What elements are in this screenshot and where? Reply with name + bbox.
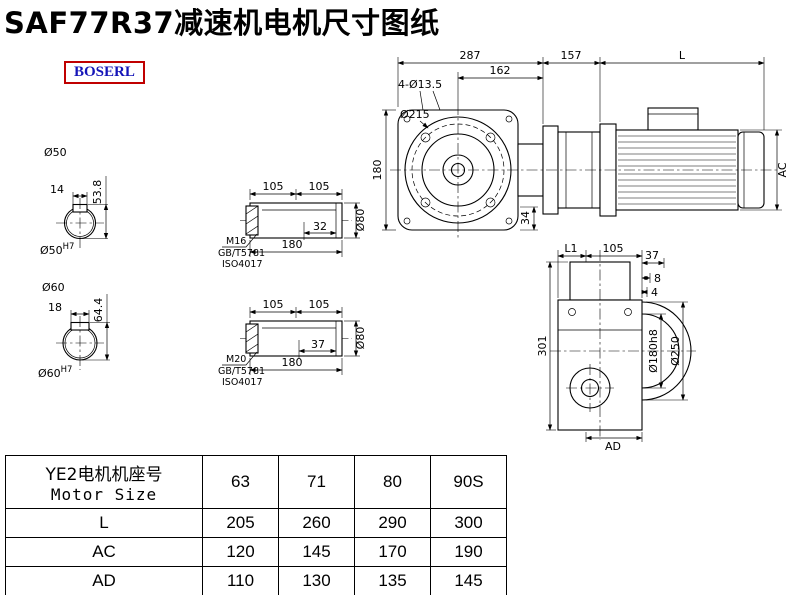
m16-key-len-label: 32 bbox=[313, 220, 327, 233]
side-assembly-view: L1 105 37 8 4 301 Ø180h8 Ø250 bbox=[536, 242, 696, 453]
row-label-ad: AD bbox=[5, 566, 203, 595]
value-ad-90s: 145 bbox=[430, 566, 507, 595]
shaft50-dia-label: Ø50 bbox=[44, 146, 67, 159]
m16-dia-label: Ø80 bbox=[354, 209, 367, 232]
row-label-ac: AC bbox=[5, 537, 203, 567]
m20-len2-label: 105 bbox=[309, 298, 330, 311]
m20-std2-label: ISO4017 bbox=[222, 377, 263, 388]
table-row-ac: AC 120 145 170 190 bbox=[5, 537, 507, 567]
dim-motor-len-label: L bbox=[679, 49, 686, 62]
motor-size-label-en: Motor Size bbox=[50, 485, 158, 504]
m20-dia-label: Ø80 bbox=[354, 327, 367, 350]
m16-std2-label: ISO4017 bbox=[222, 259, 263, 270]
shaft60-key-height-label: 64.4 bbox=[92, 298, 105, 323]
page-title: SAF77R37减速机电机尺寸图纸 bbox=[4, 6, 440, 40]
dim-37-label: 37 bbox=[645, 249, 659, 262]
shaft50-key-height-label: 53.8 bbox=[91, 180, 104, 205]
dim-4-label: 4 bbox=[651, 286, 658, 299]
table-header-motor-size: YE2电机机座号 Motor Size bbox=[5, 455, 203, 509]
row-label-l: L bbox=[5, 508, 203, 538]
dim-flange-dia250-label: Ø250 bbox=[669, 336, 682, 366]
shaft-section-60: Ø60 18 64.4 Ø60H7 bbox=[38, 281, 110, 380]
value-ac-80: 170 bbox=[354, 537, 431, 567]
dim-8-label: 8 bbox=[654, 272, 661, 285]
dim-105-label: 105 bbox=[603, 242, 624, 255]
dim-offset-label: 34 bbox=[519, 211, 532, 225]
dim-height-label: 180 bbox=[371, 160, 384, 181]
m20-len1-label: 105 bbox=[263, 298, 284, 311]
value-ad-80: 135 bbox=[354, 566, 431, 595]
value-l-80: 290 bbox=[354, 508, 431, 538]
m20-total-len-label: 180 bbox=[282, 356, 303, 369]
m16-len1-label: 105 bbox=[263, 180, 284, 193]
dim-flange-width-label: 162 bbox=[490, 64, 511, 77]
value-ac-71: 145 bbox=[278, 537, 355, 567]
dim-spigot-dia-label: Ø180h8 bbox=[647, 329, 660, 373]
value-ad-63: 110 bbox=[202, 566, 279, 595]
dim-flange-dia-label: Ø215 bbox=[400, 108, 430, 121]
dim-301-label: 301 bbox=[536, 336, 549, 357]
shaft-section-50: Ø50 14 53.8 Ø50H7 bbox=[40, 146, 109, 257]
dim-total-width-label: 287 bbox=[460, 49, 481, 62]
dim-adapter-len-label: 157 bbox=[561, 49, 582, 62]
value-l-90s: 300 bbox=[430, 508, 507, 538]
shaft60-key-width-label: 18 bbox=[48, 301, 62, 314]
dim-ad-label: AD bbox=[605, 440, 621, 453]
motor-size-col-71: 71 bbox=[278, 455, 355, 509]
dim-holes-label: 4-Ø13.5 bbox=[398, 78, 442, 91]
motor-size-label-cn: YE2电机机座号 bbox=[45, 465, 163, 485]
shaft-view-m20: 105 105 37 180 Ø80 M20 GB/T5781 ISO4017 bbox=[218, 298, 367, 388]
motor-size-col-80: 80 bbox=[354, 455, 431, 509]
shaft-view-m16: 105 105 32 180 Ø80 M16 GB/T5781 ISO4017 bbox=[218, 180, 367, 270]
m16-std1-label: GB/T5781 bbox=[218, 248, 265, 259]
m20-thread-label: M20 bbox=[226, 354, 246, 365]
shaft60-dia-label: Ø60 bbox=[42, 281, 65, 294]
value-l-71: 260 bbox=[278, 508, 355, 538]
motor-size-table: YE2电机机座号 Motor Size 63 71 80 90S L 205 2… bbox=[5, 455, 507, 595]
motor-size-col-63: 63 bbox=[202, 455, 279, 509]
table-header-row: YE2电机机座号 Motor Size 63 71 80 90S bbox=[5, 455, 507, 509]
value-ad-71: 130 bbox=[278, 566, 355, 595]
technical-drawing: Ø50 14 53.8 Ø50H7 Ø60 18 bbox=[38, 49, 789, 453]
table-row-ad: AD 110 130 135 145 bbox=[5, 566, 507, 595]
value-ac-90s: 190 bbox=[430, 537, 507, 567]
dim-l1-label: L1 bbox=[564, 242, 577, 255]
m16-total-len-label: 180 bbox=[282, 238, 303, 251]
m20-key-len-label: 37 bbox=[311, 338, 325, 351]
shaft50-fit-label: Ø50H7 bbox=[40, 242, 74, 257]
value-l-63: 205 bbox=[202, 508, 279, 538]
table-row-l: L 205 260 290 300 bbox=[5, 508, 507, 538]
shaft50-key-width-label: 14 bbox=[50, 183, 64, 196]
brand-logo: BOSERL bbox=[64, 61, 145, 84]
main-assembly-view: 287 157 L 162 4-Ø13.5 Ø215 180 34 AC bbox=[371, 49, 789, 240]
shaft60-fit-label: Ø60H7 bbox=[38, 365, 72, 380]
m16-len2-label: 105 bbox=[309, 180, 330, 193]
dim-motor-dia-label: AC bbox=[776, 162, 789, 177]
value-ac-63: 120 bbox=[202, 537, 279, 567]
motor-size-col-90s: 90S bbox=[430, 455, 507, 509]
m20-std1-label: GB/T5781 bbox=[218, 366, 265, 377]
m16-thread-label: M16 bbox=[226, 236, 246, 247]
